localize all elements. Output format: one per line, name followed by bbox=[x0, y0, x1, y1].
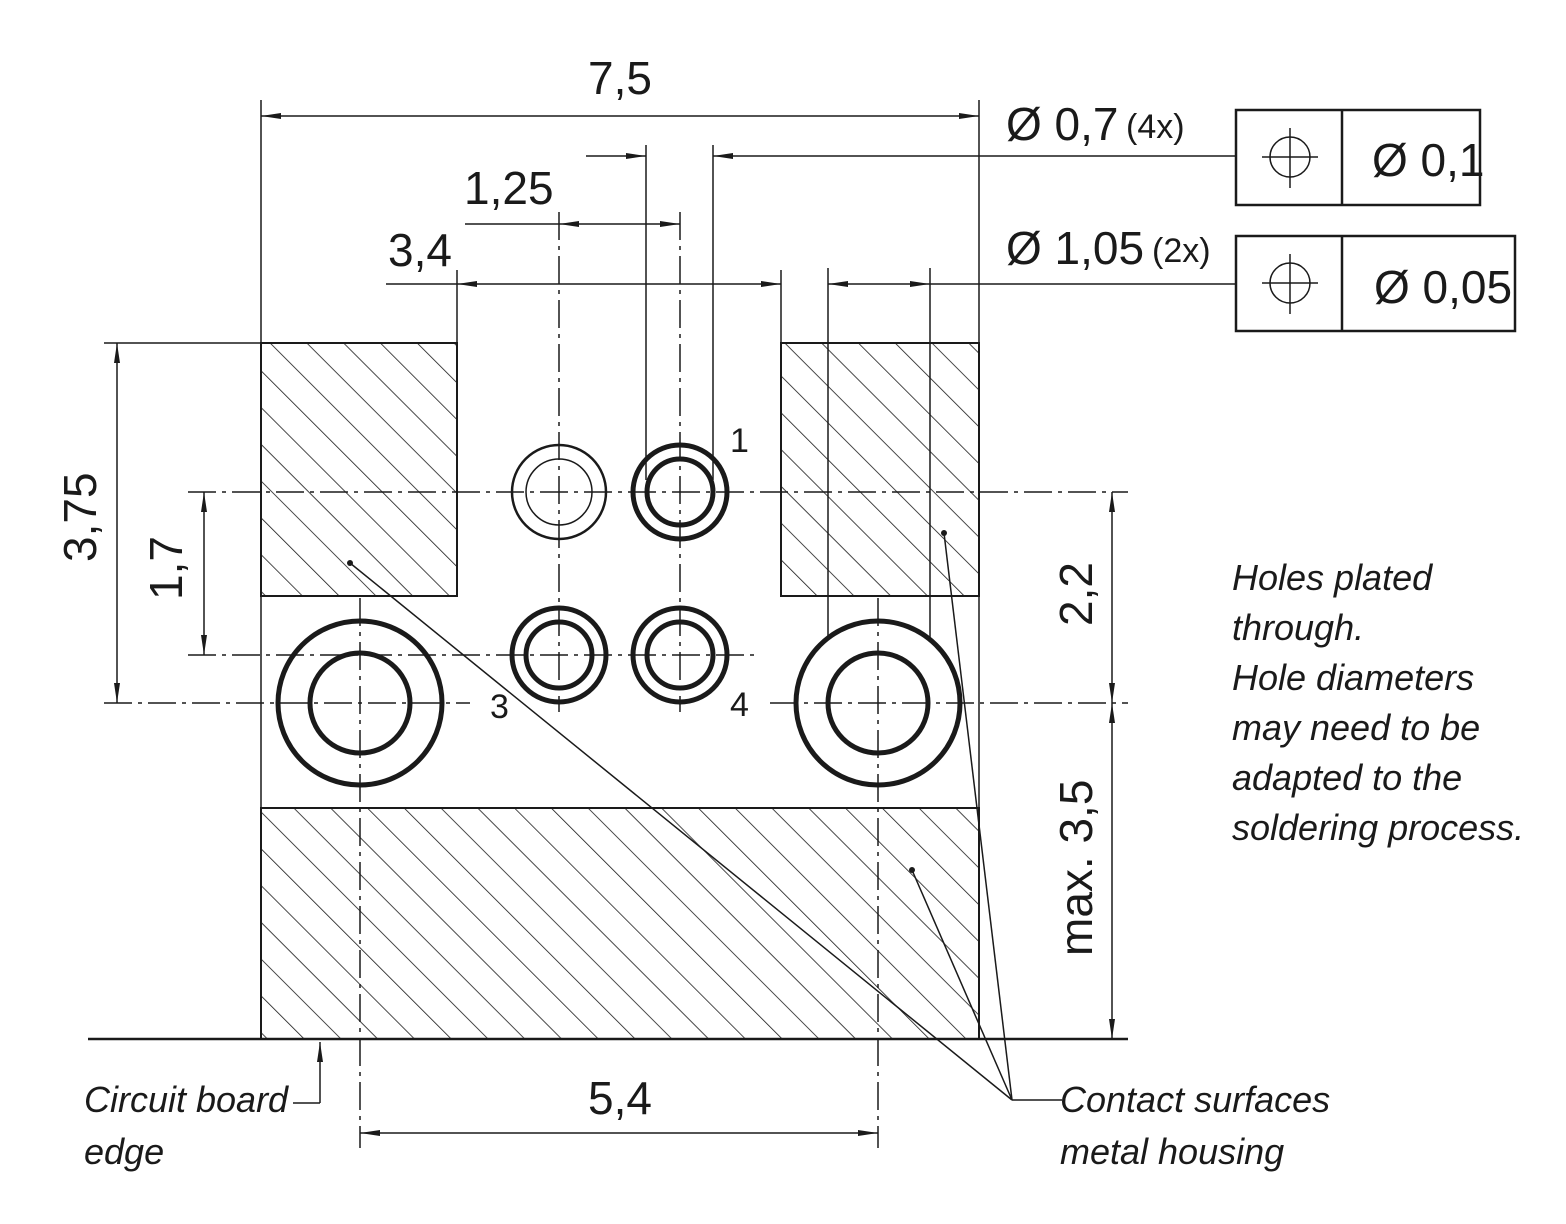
pin-labels: 1 3 4 bbox=[490, 422, 749, 726]
note-board-edge-line: edge bbox=[84, 1131, 164, 1172]
tolerance-value-1: Ø 0,1 bbox=[1372, 134, 1485, 186]
dim-small-hole-count: (4x) bbox=[1126, 108, 1185, 146]
dim-pin-pitch: 1,25 bbox=[464, 162, 554, 214]
note-plating-line: Holes plated bbox=[1232, 557, 1433, 598]
hole-pin4 bbox=[630, 605, 730, 705]
dim-height-lower: max. 3,5 bbox=[1050, 780, 1102, 956]
pin-label-4: 4 bbox=[730, 686, 749, 724]
dim-height-total: 3,75 bbox=[54, 472, 106, 562]
note-plating-line: Hole diameters bbox=[1232, 657, 1474, 698]
hole-large-right bbox=[793, 618, 963, 788]
dim-large-hole-count: (2x) bbox=[1152, 232, 1211, 270]
contact-surfaces bbox=[260, 342, 980, 1040]
contact-surface-top-right bbox=[780, 342, 980, 597]
pin-label-1: 1 bbox=[730, 422, 749, 460]
dim-large-hole-pitch: 5,4 bbox=[588, 1072, 652, 1124]
note-board-edge: Circuit board edge bbox=[84, 1079, 289, 1172]
note-plating-line: may need to be bbox=[1232, 707, 1480, 748]
dim-width-total: 7,5 bbox=[588, 52, 652, 104]
note-contact-surfaces-line: metal housing bbox=[1060, 1131, 1284, 1172]
hole-unplated bbox=[510, 443, 608, 541]
dim-gap-width: 3,4 bbox=[388, 224, 452, 276]
position-icon bbox=[1262, 254, 1318, 314]
dim-small-hole-diameter: Ø 0,7 bbox=[1006, 98, 1119, 150]
note-plating-line: through. bbox=[1232, 607, 1364, 648]
tolerance-frame-1: Ø 0,1 bbox=[1234, 108, 1485, 207]
note-contact-surfaces-line: Contact surfaces bbox=[1060, 1079, 1330, 1120]
note-board-edge-line: Circuit board bbox=[84, 1079, 289, 1120]
tolerance-value-2: Ø 0,05 bbox=[1374, 261, 1512, 313]
holes bbox=[275, 442, 963, 788]
dimension-labels: 7,5 Ø 0,7 (4x) 1,25 3,4 Ø 1,05 (2x) 3,75… bbox=[54, 52, 1211, 1124]
outline bbox=[88, 100, 1128, 1041]
tolerance-frame-2: Ø 0,05 bbox=[1234, 234, 1517, 333]
note-plating-line: adapted to the bbox=[1232, 757, 1462, 798]
leader-lines bbox=[293, 530, 1062, 1104]
position-icon bbox=[1262, 128, 1318, 188]
dim-large-hole-diameter: Ø 1,05 bbox=[1006, 222, 1144, 274]
note-plating-line: soldering process. bbox=[1232, 807, 1524, 848]
contact-surface-top-left bbox=[260, 342, 458, 597]
contact-surface-bottom bbox=[260, 807, 980, 1040]
hole-large-left bbox=[275, 618, 445, 788]
hole-pin1 bbox=[630, 442, 730, 542]
hole-pin3 bbox=[509, 605, 609, 705]
pin-label-3: 3 bbox=[490, 688, 509, 726]
note-plating: Holes plated through. Hole diameters may… bbox=[1232, 557, 1524, 848]
dim-row-spacing: 1,7 bbox=[140, 536, 192, 600]
dim-height-upper: 2,2 bbox=[1050, 562, 1102, 626]
dimension-lines bbox=[104, 113, 1236, 1136]
note-contact-surfaces: Contact surfaces metal housing bbox=[1060, 1079, 1330, 1172]
